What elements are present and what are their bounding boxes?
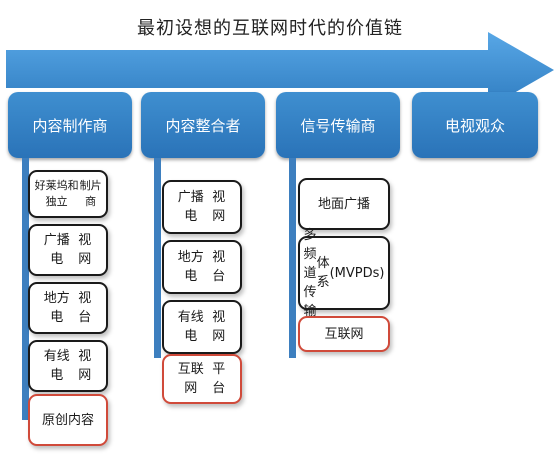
node-cable-network-producer: 有线电 视网 (28, 340, 108, 392)
node-local-station-producer: 地方电 视台 (28, 282, 108, 334)
column-bar-signal-distributor (289, 158, 296, 358)
node-internet-platform: 互联网 平台 (162, 354, 242, 404)
diagram-title: 最初设想的互联网时代的价值链 (137, 18, 403, 39)
node-cable-network-aggregator: 有线电 视网 (162, 300, 242, 354)
header-signal-distributor: 信号传输商 (276, 92, 400, 158)
header-content-producer: 内容制作商 (8, 92, 132, 158)
value-chain-arrow (6, 32, 554, 108)
node-hollywood-studios: 好莱坞和独立 制片商 (28, 170, 108, 218)
node-original-content: 原创内 容 (28, 394, 108, 446)
column-bar-content-aggregator (154, 158, 161, 358)
node-local-station-aggregator: 地方电 视台 (162, 240, 242, 294)
node-internet-distribution: 互联网 (298, 316, 390, 352)
node-broadcast-network-aggregator: 广播电 视网 (162, 180, 242, 234)
node-terrestrial-broadcast: 地面广 播 (298, 178, 390, 230)
header-tv-audience: 电视观众 (412, 92, 538, 158)
node-mvpd: 多频道传输 体系 (MVPDs) (298, 228, 390, 319)
header-content-aggregator: 内容整合者 (141, 92, 265, 158)
column-bar-content-producer (22, 158, 29, 420)
node-broadcast-network-producer: 广播电 视网 (28, 224, 108, 276)
